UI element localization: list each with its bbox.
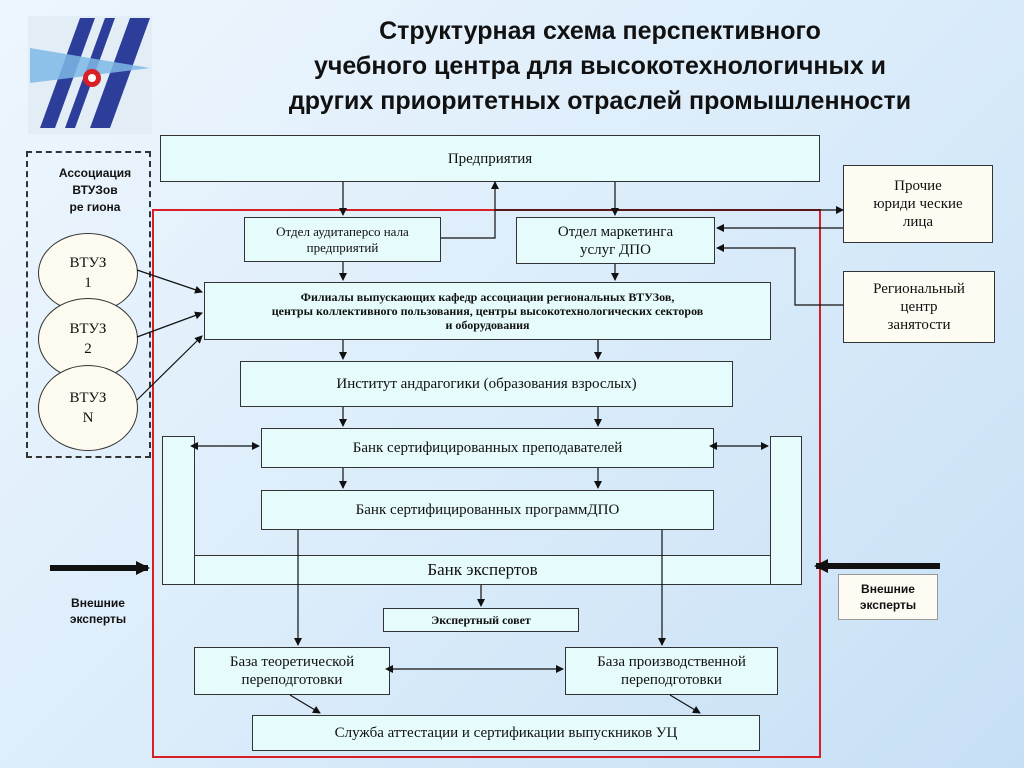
- title-line: других приоритетных отраслей промышленно…: [288, 87, 912, 115]
- regional-employment-center-box: Региональный центр занятости: [843, 271, 995, 343]
- expert-bank-box: Банк экспертов: [194, 555, 771, 585]
- association-label-line: Ассоциация: [58, 166, 132, 180]
- marketing-label-line: услуг ДПО: [580, 241, 651, 258]
- page-title: Структурная схема перспективного учебног…: [190, 14, 1010, 119]
- production-base-box: База производственной переподготовки: [565, 647, 778, 695]
- expert-council-label: Экспертный совет: [431, 613, 531, 627]
- vtuz-label: ВТУЗ: [69, 255, 107, 271]
- association-frame: [26, 151, 151, 458]
- production-label-line: переподготовки: [621, 672, 722, 688]
- vtuz-number: 2: [84, 341, 92, 357]
- bank-programs-label: Банк сертифицированных программДПО: [355, 502, 620, 518]
- vtuz-n-node: ВТУЗ N: [38, 365, 138, 451]
- external-experts-left-label: Внешние эксперты: [48, 595, 148, 627]
- theory-label-line: База теоретической: [229, 654, 355, 670]
- association-label-line: ре гиона: [69, 200, 121, 214]
- branches-label-line: Филиалы выпускающих кафедр ассоциации ре…: [300, 290, 675, 304]
- other-label-line: юриди ческие: [873, 196, 963, 212]
- vtuz-number: N: [82, 410, 94, 426]
- vtuz-label: ВТУЗ: [69, 390, 107, 406]
- other-legal-entities-box: Прочие юриди ческие лица: [843, 165, 993, 243]
- association-label-line: ВТУЗов: [72, 183, 118, 197]
- external-right-line: Внешние: [861, 582, 915, 596]
- audit-label-line: предприятий: [306, 239, 379, 255]
- theory-label-line: переподготовки: [241, 672, 343, 688]
- connector-theory-attestation: [289, 694, 321, 714]
- andragogy-institute-box: Институт андрагогики (образования взросл…: [240, 361, 733, 407]
- enterprises-label: Предприятия: [447, 150, 533, 167]
- connector-vtuzn-branches: [136, 335, 203, 401]
- association-label: Ассоциация ВТУЗов ре гиона: [40, 165, 150, 216]
- external-right-line: эксперты: [859, 598, 917, 612]
- university-logo: [28, 16, 152, 134]
- vtuz-label: ВТУЗ: [69, 321, 107, 337]
- attestation-service-box: Служба аттестации и сертификации выпускн…: [252, 715, 760, 751]
- connector-vtuz2-branches: [136, 311, 203, 338]
- vtuz-number: 1: [84, 275, 92, 291]
- attestation-label: Служба аттестации и сертификации выпускн…: [334, 725, 678, 741]
- external-experts-right-label: Внешние эксперты: [838, 574, 938, 620]
- connector-production-attestation: [669, 694, 701, 714]
- external-left-line: Внешние: [71, 596, 125, 610]
- theory-base-box: База теоретической переподготовки: [194, 647, 390, 695]
- connector-vtuz1-branches: [136, 269, 203, 294]
- regional-label-line: центр: [900, 299, 938, 315]
- branches-label-line: и оборудования: [445, 318, 530, 332]
- audit-label-line: Отдел аудитаперсо нала: [276, 223, 409, 239]
- other-label-line: Прочие: [894, 178, 942, 194]
- bank-programs-box: Банк сертифицированных программДПО: [261, 490, 714, 530]
- marketing-label-line: Отдел маркетинга: [557, 223, 674, 240]
- title-line: учебного центра для высокотехнологичных …: [313, 52, 887, 80]
- connector-regional-marketing: [716, 244, 843, 306]
- other-label-line: лица: [902, 214, 934, 230]
- enterprises-box: Предприятия: [160, 135, 820, 182]
- regional-label-line: занятости: [887, 317, 951, 333]
- regional-label-line: Региональный: [873, 281, 965, 297]
- expert-council-box: Экспертный совет: [383, 608, 579, 632]
- connector-audit-enterprises: [441, 181, 499, 239]
- production-label-line: База производственной: [597, 654, 746, 670]
- bank-teachers-label: Банк сертифицированных преподавателей: [352, 440, 623, 456]
- expert-bank-label: Банк экспертов: [427, 560, 538, 579]
- title-line: Структурная схема перспективного: [379, 17, 821, 45]
- expert-bank-right-pillar: [770, 436, 802, 585]
- institute-label: Институт андрагогики (образования взросл…: [336, 376, 637, 392]
- expert-bank-left-pillar: [162, 436, 195, 585]
- branches-label-line: центры коллективного пользования, центры…: [271, 304, 704, 318]
- training-center-frame: [152, 209, 821, 758]
- branches-box: Филиалы выпускающих кафедр ассоциации ре…: [204, 282, 771, 340]
- external-left-line: эксперты: [69, 612, 127, 626]
